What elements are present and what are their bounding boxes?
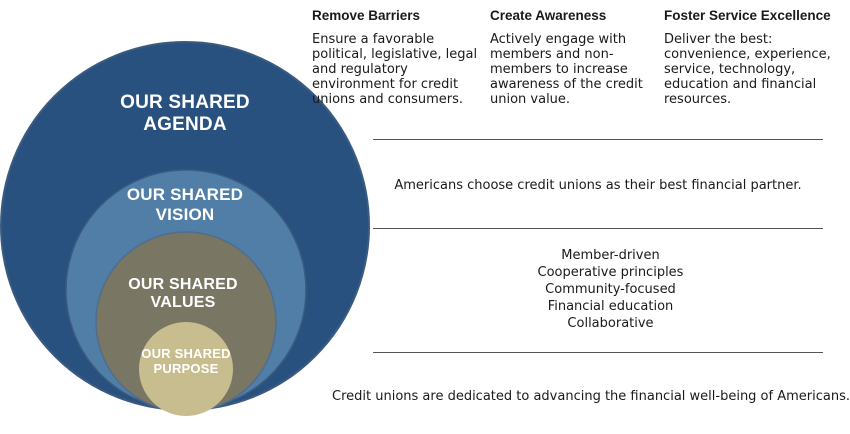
column-text: Deliver the best: convenience, experienc… [664,32,831,107]
vision-statement: Americans choose credit unions as their … [394,178,802,193]
divider-line [373,139,823,140]
purpose-statement: Credit unions are dedicated to advancing… [332,389,850,404]
value-item: Financial education [547,298,674,314]
column-title: Create Awareness [490,8,607,23]
value-item: Community-focused [545,281,676,297]
values-list: Member-driven Cooperative principles Com… [373,248,848,332]
value-item: Cooperative principles [537,264,684,280]
agenda-column-remove-barriers: Remove Barriers Ensure a favorable polit… [312,8,480,107]
agenda-circle-label: OUR SHARED AGENDA [120,92,250,135]
nested-circles-graphic [0,41,370,416]
nested-circles-diagram: OUR SHARED AGENDA OUR SHARED VISION OUR … [0,0,380,430]
agenda-column-create-awareness: Create Awareness Actively engage with me… [490,8,655,107]
purpose-circle [139,322,233,416]
divider-line [373,228,823,229]
value-item: Collaborative [567,315,654,331]
purpose-circle-label: OUR SHARED PURPOSE [141,346,231,376]
vision-circle-label: OUR SHARED VISION [126,185,244,224]
value-item: Member-driven [561,248,660,263]
column-text: Ensure a favorable political, legislativ… [312,32,478,107]
values-circle-label: OUR SHARED VALUES [128,276,238,312]
column-text: Actively engage with members and non-mem… [490,32,643,107]
column-title: Foster Service Excellence [664,8,831,23]
column-title: Remove Barriers [312,8,421,23]
agenda-column-foster-service-excellence: Foster Service Excellence Deliver the be… [664,8,844,107]
divider-line [373,352,823,353]
